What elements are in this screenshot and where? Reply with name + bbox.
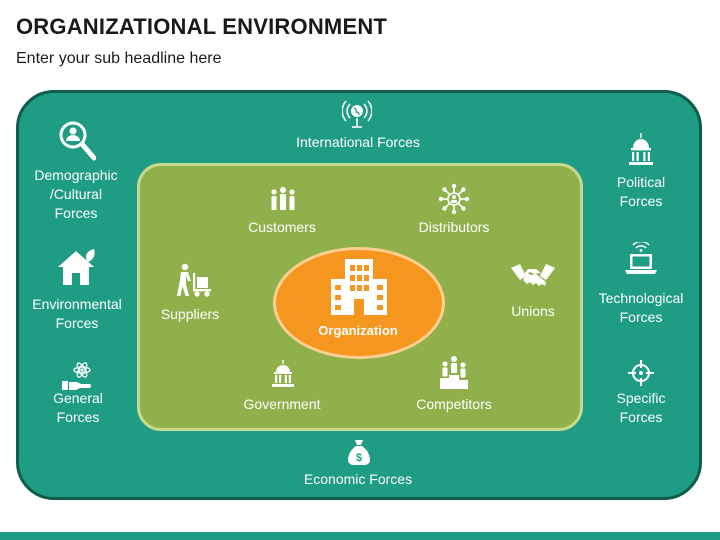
capitol-icon [629,133,653,165]
money-bag-icon: $ [348,440,370,465]
svg-text:$: $ [356,452,362,464]
demographic-forces-line1: Demographic [34,167,118,183]
government-label: Government [243,396,321,412]
unions-label: Unions [511,303,555,319]
technological-forces-line2: Forces [619,309,663,325]
laptop-signal-icon [625,242,657,274]
globe-signal-icon [342,100,372,128]
demographic-forces-line2: /Cultural [49,186,103,202]
environmental-forces-line2: Forces [55,315,99,331]
political-forces-line1: Political [616,174,666,190]
general-forces-line1: General [53,390,103,406]
network-hub-icon [438,183,470,215]
international-forces-label: International Forces [296,134,420,150]
hand-atom-icon [62,362,91,390]
suppliers-label: Suppliers [160,306,220,322]
general-forces-line2: Forces [56,409,100,425]
economic-forces-label: Economic Forces [303,471,413,487]
magnifier-person-icon [59,121,96,161]
environmental-forces-line1: Environmental [32,296,122,312]
worker-hand-truck-icon [177,263,211,297]
organization-label: Organization [318,323,398,338]
people-group-icon [271,187,295,210]
government-building-icon [272,360,294,387]
competitors-label: Competitors [416,396,492,412]
page-title: ORGANIZATIONAL ENVIRONMENT [16,14,388,39]
building-icon [331,259,387,315]
technological-forces-line1: Technological [598,290,684,306]
crosshair-icon [628,360,654,386]
page-subtitle: Enter your sub headline here [16,50,222,67]
specific-forces-line1: Specific [616,390,666,406]
handshake-icon [511,264,555,286]
footer-accent-bar [0,532,720,540]
house-leaf-icon [58,249,95,285]
distributors-label: Distributors [418,219,490,235]
demographic-forces-line3: Forces [54,205,98,221]
podium-icon [440,356,468,389]
political-forces-line2: Forces [619,193,663,209]
customers-label: Customers [248,219,316,235]
specific-forces-line2: Forces [619,409,663,425]
